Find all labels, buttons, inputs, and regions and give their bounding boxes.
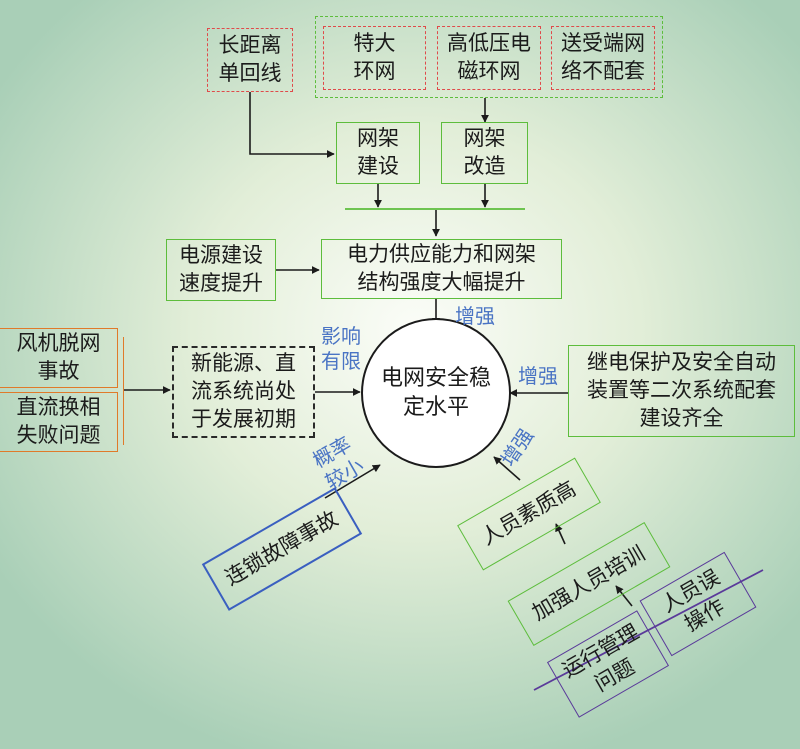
edge-long-distance-to-grid-build: [249, 92, 335, 158]
node-long-distance-single-line: 长距离 单回线: [207, 28, 293, 92]
node-center: 电网安全稳 定水平: [380, 365, 491, 420]
label-enhance-right: 增强: [518, 364, 558, 388]
edge-cascade-to-center: [324, 464, 381, 499]
node-grid-reform: 网架 改造: [441, 122, 528, 184]
node-new-energy-early-stage: 新能源、直 流系统尚处 于发展初期: [172, 346, 315, 438]
failures-bracket: [118, 337, 124, 445]
node-mismatched-network: 送受端网 络不配套: [551, 26, 655, 90]
people-group-bracket: [533, 569, 764, 691]
node-relay-protection: 继电保护及安全自动 装置等二次系统配套 建设齐全: [568, 345, 795, 437]
reform-causes-group: [315, 16, 663, 98]
node-dc-commutation-failure: 直流换相 失败问题: [0, 392, 118, 452]
edge-training-to-quality: [555, 523, 566, 545]
label-limited-impact: 影响 有限: [321, 324, 361, 373]
label-enhance-top: 增强: [455, 304, 495, 328]
node-electromagnetic-ring: 高低压电 磁环网: [437, 26, 541, 90]
node-grid-build: 网架 建设: [336, 122, 420, 184]
edge-ops-to-training: [615, 585, 633, 607]
node-super-ring: 特大 环网: [323, 26, 426, 90]
edge-quality-to-center: [493, 456, 521, 481]
node-power-build-speed: 电源建设 速度提升: [166, 239, 276, 301]
node-wind-turbine-trip: 风机脱网 事故: [0, 328, 118, 388]
node-supply-capacity: 电力供应能力和网架 结构强度大幅提升: [321, 239, 562, 299]
central-node-circle: [361, 318, 511, 468]
